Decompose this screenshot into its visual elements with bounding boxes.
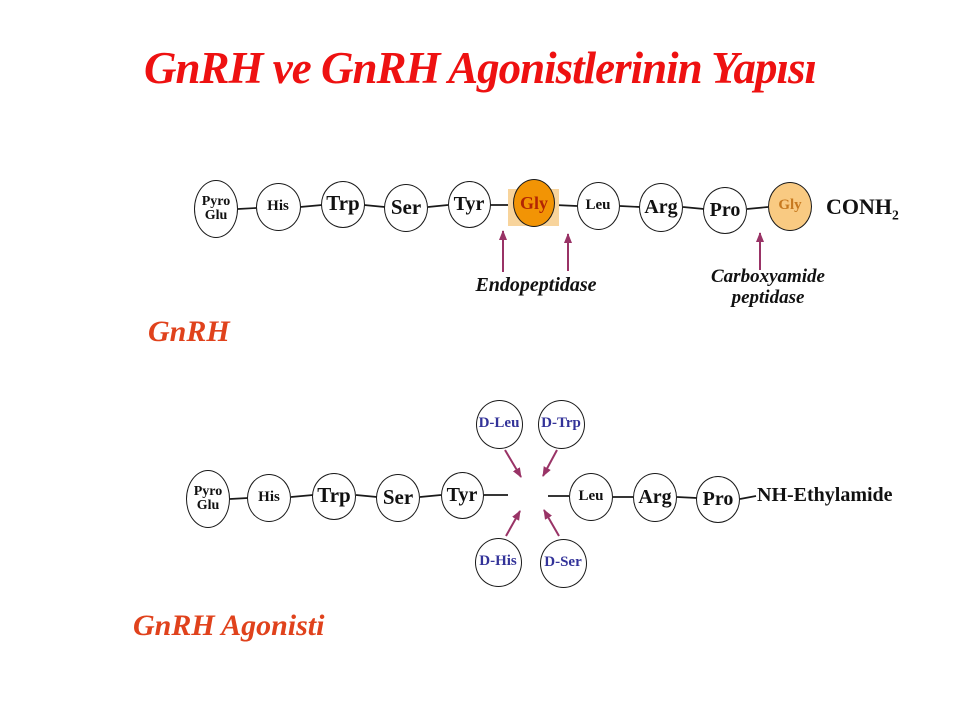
gnrh-peptide-bond-lines (237, 204, 769, 210)
residue-d-ser: D-Ser (539, 538, 587, 588)
endopeptidase-label: Endopeptidase (475, 274, 597, 296)
residue-ser: Ser (384, 184, 428, 232)
carboxyamide-line1: Carboxyamide (711, 266, 825, 287)
conh2-terminal-label: CONH2 (826, 194, 899, 223)
conh2-text: CONH (826, 194, 892, 219)
residue-leu: Leu (569, 473, 613, 521)
residue-d-his: D-His (474, 537, 522, 587)
carboxyamide-line2: peptidase (731, 286, 805, 308)
residue-gly: Gly (513, 179, 555, 227)
residue-arg: Arg (633, 472, 677, 522)
slide-title: GnRH ve GnRH Agonistlerinin Yapısı (143, 43, 817, 93)
agonist-peptide-bond-lines (229, 494, 757, 500)
residue-his: His (255, 183, 301, 231)
ethylamide-terminal-label: NH-Ethylamide (757, 484, 893, 506)
residue-leu: Leu (576, 182, 620, 230)
residue-tyr: Tyr (447, 180, 491, 228)
residue-trp: Trp (312, 472, 356, 520)
residue-pro: Pro (703, 186, 747, 234)
residue-d-leu: D-Leu (475, 399, 523, 449)
residue-gly: Gly (768, 181, 812, 231)
agonist-section-label: GnRH Agonisti (133, 609, 325, 642)
residue-ser: Ser (376, 474, 420, 522)
residue-pro: Pro (696, 475, 740, 523)
gnrh-section-label: GnRH (148, 315, 230, 348)
conh2-subscript: 2 (892, 207, 899, 223)
residue-his: His (247, 474, 291, 522)
carboxyamide-peptidase-label: Carboxyamide peptidase (678, 266, 858, 309)
residue-trp: Trp (321, 180, 365, 228)
residue-arg: Arg (639, 182, 683, 232)
residue-tyr: Tyr (440, 471, 484, 519)
substitution-arrows (504, 449, 560, 537)
residue-d-trp: D-Trp (537, 399, 585, 449)
